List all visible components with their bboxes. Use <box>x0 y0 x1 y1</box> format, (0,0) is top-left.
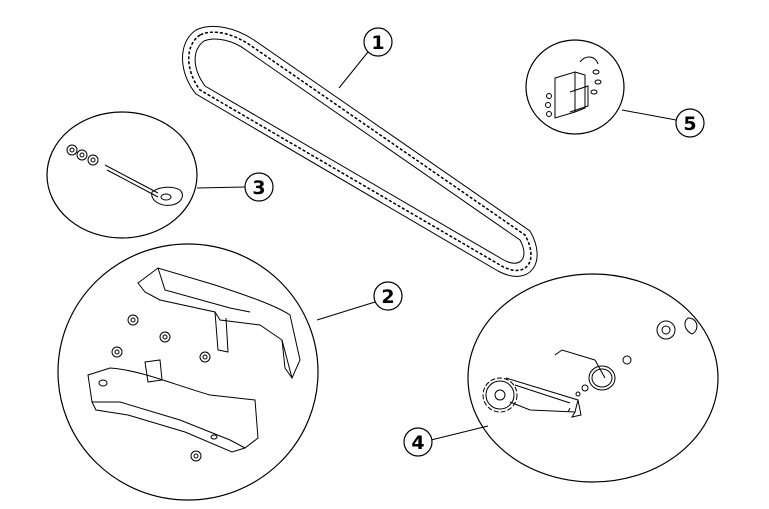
callout-5-number: 5 <box>683 113 696 135</box>
bracket-bubble <box>525 39 625 135</box>
chain-guard-drawing <box>87 267 301 462</box>
master-link-bubble <box>46 111 198 239</box>
bracket-drawing <box>545 56 602 119</box>
callout-3: 3 <box>196 172 274 202</box>
callout-4: 4 <box>403 425 489 457</box>
sprocket-bubble <box>467 273 719 483</box>
chain-guard-bubble <box>57 243 319 501</box>
sprocket-drawing <box>482 317 698 418</box>
callout-3-number: 3 <box>252 177 265 199</box>
chain-drawing <box>182 25 538 277</box>
callout-1: 1 <box>338 27 393 89</box>
master-link-drawing <box>66 144 183 206</box>
callout-1-number: 1 <box>371 32 384 54</box>
callout-2: 2 <box>316 281 403 321</box>
callout-5: 5 <box>621 108 705 138</box>
callout-2-number: 2 <box>381 286 394 308</box>
callout-4-number: 4 <box>411 432 424 454</box>
